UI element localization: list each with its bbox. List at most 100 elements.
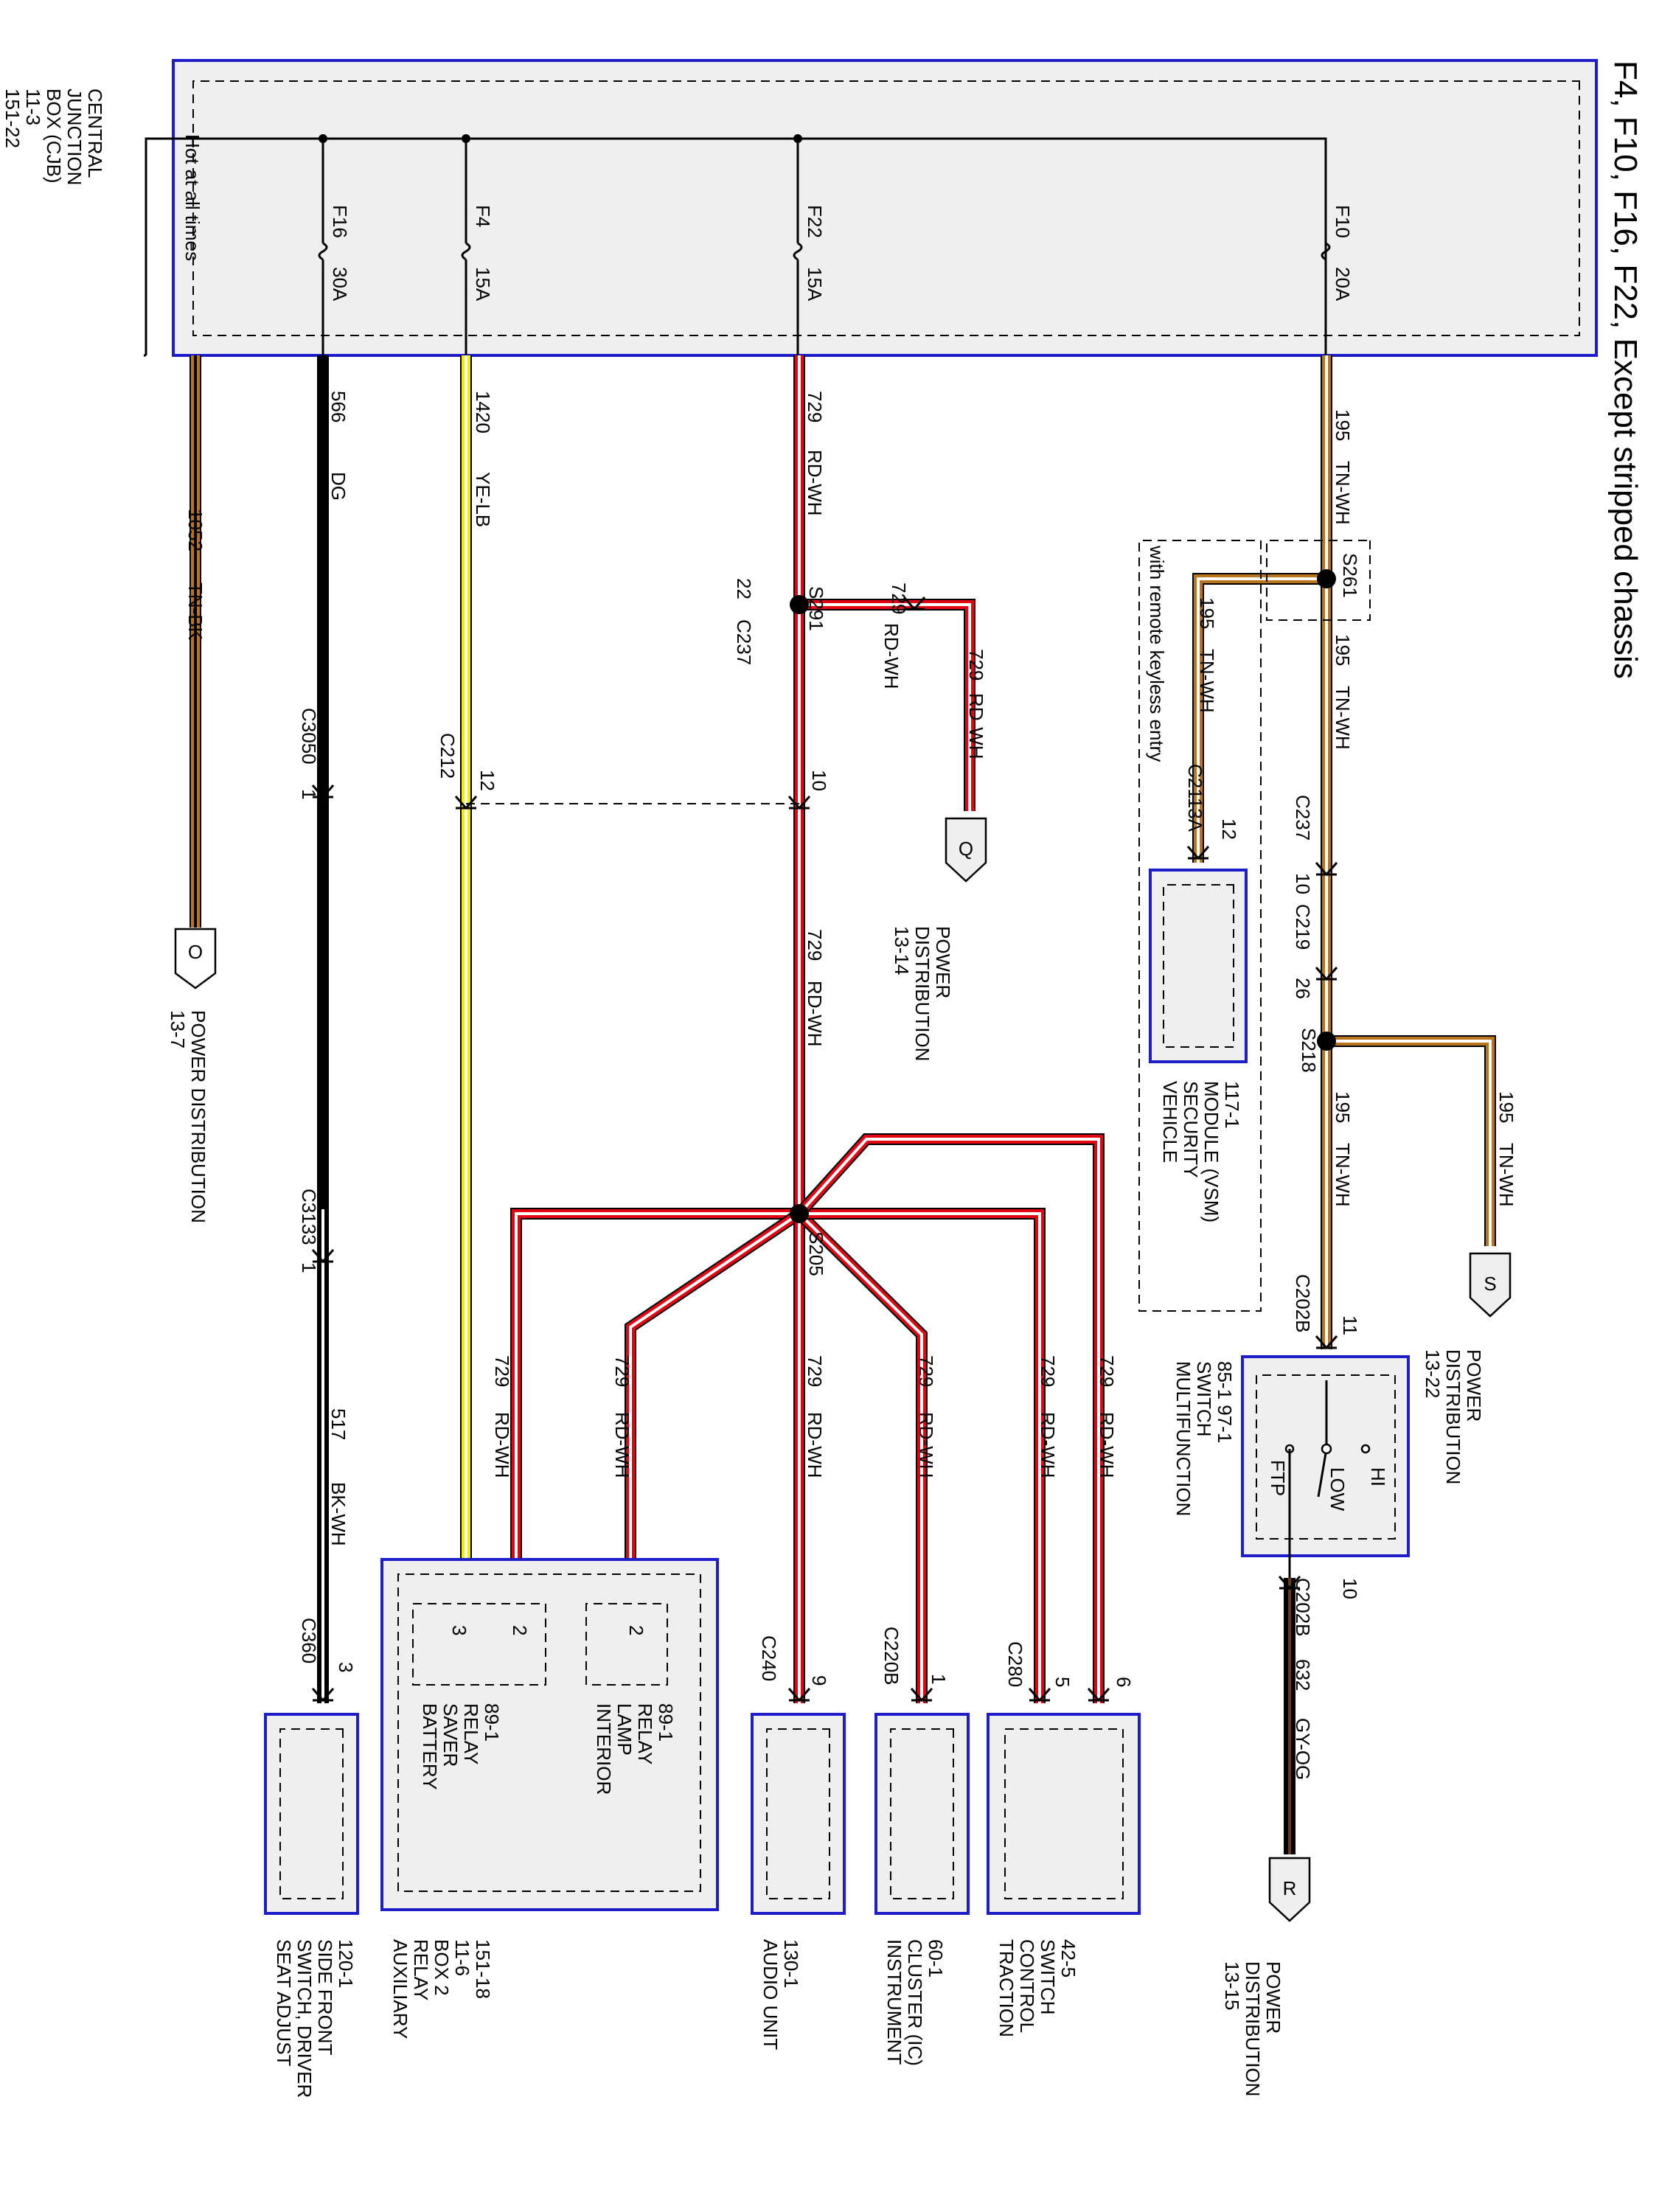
fuse-f22-amps: 15A	[804, 267, 826, 302]
pin10-connector-icon	[787, 796, 811, 810]
c2113a-label: C2113A	[1184, 764, 1206, 832]
c237a-connector-icon	[902, 597, 926, 611]
bsr-outline	[412, 1603, 546, 1686]
offpage-r-label: POWER DISTRIBUTION 13-15	[1221, 1961, 1284, 2102]
rke-label: with remote keyless entry	[1146, 545, 1168, 762]
tcs-box[interactable]	[987, 1713, 1141, 1915]
c360-label: C360	[298, 1618, 320, 1663]
cjb-label: CENTRAL JUNCTION BOX (CJB) 11-3 151-22	[1, 88, 106, 191]
c237a-label: C237	[733, 619, 755, 665]
audio-unit-box[interactable]	[751, 1713, 846, 1915]
mfs-hi-contact-icon	[1360, 1444, 1371, 1454]
ic-label: INSTRUMENT CLUSTER (IC) 60-1	[883, 1939, 947, 2071]
bsr-pin-a: 3	[448, 1625, 470, 1635]
wire-195-s	[1326, 1035, 1496, 1246]
wire-729-branch	[799, 599, 975, 811]
c202b-bot-pin: 10	[1339, 1578, 1361, 1599]
w517-color: BK-WH	[327, 1482, 349, 1546]
offpage-s-label: POWER DISTRIBUTION 13-22	[1422, 1349, 1485, 1490]
wire-labels: 1052 TN-BK 566 DG 1420 YE-LB 729 RD-WH 7…	[184, 391, 1517, 1780]
c220b-label: C220B	[880, 1627, 902, 1686]
c212-label: C212	[437, 733, 459, 779]
seat-switch-box[interactable]	[264, 1713, 359, 1915]
fuse-f16-id: F16	[329, 205, 351, 238]
c3133-connector-icon	[311, 1249, 335, 1264]
w729-b5-color: RD-WH	[1037, 1412, 1059, 1478]
fuse-f4-icon	[461, 242, 471, 261]
c202b-bot-label: C202B	[1292, 1578, 1314, 1637]
offpage-s[interactable]: S	[1469, 1252, 1512, 1318]
w729-b2-color: RD-WH	[611, 1412, 633, 1478]
w632-color: GY-OG	[1292, 1718, 1314, 1780]
splice-s218-dot	[1317, 1032, 1336, 1051]
offpage-r-letter: R	[1283, 1877, 1297, 1899]
w729-top-circuit: 729	[804, 391, 826, 422]
offpage-q[interactable]: Q	[945, 817, 987, 883]
diagram-title: F4, F10, F16, F22, Except stripped chass…	[1607, 60, 1644, 679]
offpage-s-letter: S	[1484, 1273, 1496, 1295]
c220b-pin: 1	[928, 1674, 950, 1684]
w195-s-circuit: 195	[1495, 1091, 1517, 1123]
c202b-bot-connector-icon	[1278, 1576, 1301, 1590]
w1420-color: YE-LB	[472, 472, 494, 527]
seat-switch-label: SEAT ADJUST SWITCH, DRIVER SIDE FRONT 12…	[273, 1939, 357, 2103]
c219-label: C219	[1292, 904, 1314, 950]
fuse-f4-amps: 15A	[472, 267, 494, 302]
fuse-f22-id: F22	[804, 205, 826, 238]
wire-729-b5	[799, 1208, 1046, 1703]
w1052-color: TN-BK	[184, 582, 206, 641]
audio-unit-label: AUDIO UNIT 130-1	[759, 1939, 802, 2055]
fuse-f16-icon	[318, 242, 328, 261]
wire-729-b2	[625, 1208, 803, 1585]
fuse-f10-amps: 20A	[1332, 267, 1354, 302]
wire-195-vsm	[1192, 573, 1326, 863]
fuse-f16-amps: 30A	[329, 267, 351, 302]
hot-at-all-times-label: Hot at all times	[181, 134, 204, 261]
w729-b3-circuit: 729	[804, 1355, 826, 1387]
connector-layer	[311, 597, 1338, 1703]
offpage-o[interactable]: O	[174, 928, 217, 990]
tcs-inner-outline	[1004, 1728, 1124, 1899]
w729-branch-circuit: 729	[888, 582, 910, 614]
mfs-switch-blade	[1317, 1448, 1328, 1498]
c2113a-connector-icon	[1186, 846, 1210, 860]
ilr-outline	[585, 1603, 668, 1686]
c280-pin-a: 5	[1051, 1677, 1074, 1687]
offpage-q-label: POWER DISTRIBUTION 13-14	[891, 926, 954, 1067]
offpage-r[interactable]: R	[1268, 1857, 1311, 1922]
w1420-circuit: 1420	[472, 391, 494, 434]
fuse-f10-id: F10	[1332, 205, 1354, 238]
c3050-connector-icon	[311, 785, 335, 799]
splice-s205-dot	[790, 1204, 809, 1223]
c360-connector-icon	[311, 1688, 335, 1703]
vsm-box[interactable]	[1149, 869, 1248, 1063]
ilr-pin: 2	[625, 1625, 647, 1635]
c219-pin: 26	[1292, 978, 1314, 999]
c3050-pin: 1	[298, 789, 320, 799]
arb2-box[interactable]	[380, 1558, 719, 1911]
w729-mid-color: RD-WH	[804, 981, 826, 1047]
mfs-low-label: LOW	[1326, 1467, 1349, 1512]
splice-s261-outline	[1266, 540, 1371, 621]
w566-color: DG	[327, 472, 349, 501]
c237b-pin: 10	[1292, 873, 1314, 894]
c3050-label: C3050	[298, 708, 320, 765]
mfs-hi-label: HI	[1367, 1467, 1389, 1486]
splice-s261-dot	[1317, 569, 1336, 588]
fuse-f4-id: F4	[472, 205, 494, 227]
ic-box[interactable]	[874, 1713, 970, 1915]
splice-s291-label: S291	[805, 586, 827, 631]
offpage-o-label: POWER DISTRIBUTION 13-7	[167, 1010, 209, 1228]
w195-top-color: TN-WH	[1332, 461, 1354, 525]
w1052-circuit: 1052	[184, 509, 206, 552]
w729-b1-circuit: 729	[491, 1355, 513, 1387]
seat-switch-inner-outline	[279, 1728, 344, 1899]
w195-vsm-color: TN-WH	[1196, 649, 1218, 713]
w729-mid-circuit: 729	[804, 929, 826, 961]
offpage-r-arrow	[1268, 1857, 1311, 1922]
vsm-inner-outline	[1163, 884, 1234, 1048]
c3133-label: C3133	[298, 1189, 320, 1245]
diagram-rotated-page: F4, F10, F16, F22, Except stripped chass…	[1, 59, 1644, 2103]
mfs-label: MULTIFUNCTION SWITCH 85-1 97-1	[1172, 1361, 1236, 1522]
